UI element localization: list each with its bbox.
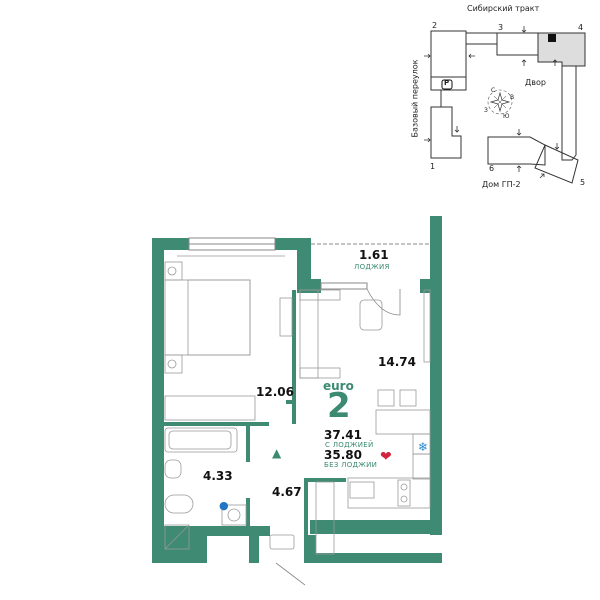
compass-east: В xyxy=(510,94,515,101)
house-label: Дом ГП-2 xyxy=(482,180,521,189)
parking-icon: P xyxy=(444,79,450,87)
compass-south: Ю xyxy=(503,113,510,120)
loggia-area: 1.61 xyxy=(359,248,389,262)
section-1: 1 xyxy=(430,162,436,171)
living-room-area: 14.74 xyxy=(378,355,416,369)
section-6: 6 xyxy=(489,164,495,173)
compass-north: С xyxy=(491,87,496,94)
street-top-label: Сибирский тракт xyxy=(467,4,540,13)
bedroom-area: 12.06 xyxy=(256,385,294,399)
apartment-type-label: euro xyxy=(323,379,354,393)
total-area-with-loggia: 37.41 xyxy=(324,428,362,442)
section-3: 3 xyxy=(498,23,504,32)
heart-icon: ❤ xyxy=(380,449,392,465)
with-loggia-label: С ЛОДЖИЕЙ xyxy=(325,441,374,449)
section-2: 2 xyxy=(432,21,438,30)
snowflake-icon: ❄ xyxy=(418,440,429,454)
room-count: 2 xyxy=(327,386,351,426)
without-loggia-label: БЕЗ ЛОДЖИИ xyxy=(324,461,378,469)
section-5: 5 xyxy=(580,178,586,187)
hall-area: 4.67 xyxy=(272,485,302,499)
loggia-label: ЛОДЖИЯ xyxy=(354,263,390,271)
water-drop-icon: ● xyxy=(219,499,229,512)
section-4: 4 xyxy=(578,23,584,32)
bathroom-area: 4.33 xyxy=(203,469,233,483)
compass-west: З xyxy=(484,107,488,114)
courtyard-label: Двор xyxy=(525,78,546,87)
total-area-without-loggia: 35.80 xyxy=(324,448,362,462)
thumbs-up-icon: ▲ xyxy=(272,446,282,460)
